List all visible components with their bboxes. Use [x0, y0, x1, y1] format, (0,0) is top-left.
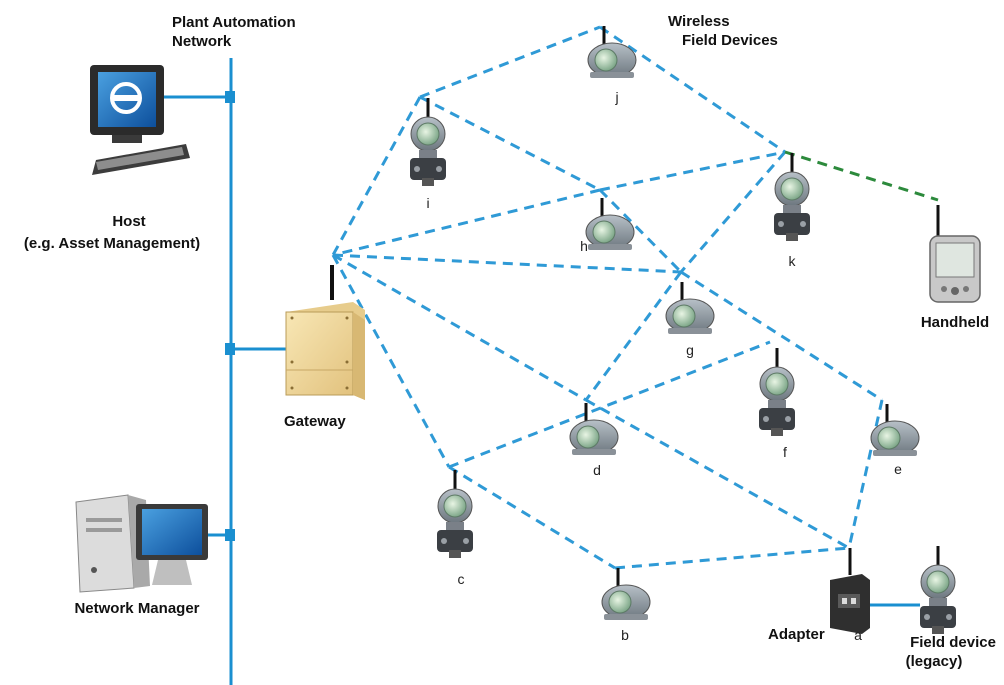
device-h-icon — [584, 196, 636, 252]
device-j-icon — [586, 24, 638, 80]
device-c-icon — [435, 468, 475, 560]
legacy-field-device-icon — [918, 544, 958, 636]
pda-icon — [929, 205, 981, 303]
device-j-label: j — [614, 89, 618, 105]
host-label-line-2: (e.g. Asset Management) — [24, 235, 200, 252]
device-i-label: i — [426, 195, 429, 211]
field-device-label-line-1: Field device — [910, 634, 996, 651]
device-d-label: d — [593, 462, 601, 478]
adapter-label: Adapter — [768, 626, 825, 643]
device-g-label: g — [686, 342, 694, 358]
plant-network-bus — [162, 58, 286, 685]
device-e-icon — [869, 402, 921, 458]
network-title-line-2: Network — [172, 33, 232, 50]
device-f-icon — [757, 346, 797, 438]
device-k-label: k — [789, 253, 797, 269]
field-device-label-line-2: (legacy) — [906, 653, 963, 670]
device-a-label: a — [854, 627, 862, 643]
wireless-title-line-1: Wireless — [668, 13, 730, 30]
handheld-label: Handheld — [921, 314, 989, 331]
wireless-title-line-2: Field Devices — [682, 32, 778, 49]
wirelesshart-adapter-icon — [830, 548, 870, 634]
device-f-label: f — [783, 444, 787, 460]
device-b-label: b — [621, 627, 629, 643]
device-k-icon — [772, 151, 812, 243]
host-computer-icon — [90, 65, 190, 175]
network-title-line-1: Plant Automation — [172, 14, 296, 31]
gateway-box-icon — [285, 265, 365, 400]
host-label-line-1: Host — [112, 213, 145, 230]
wireless-mesh-links — [331, 25, 939, 570]
device-c-label: c — [458, 571, 465, 587]
device-h-label: h — [580, 238, 588, 254]
device-g-icon — [664, 280, 716, 336]
server-tower-icon — [75, 494, 208, 593]
gateway-label: Gateway — [284, 413, 346, 430]
device-b-icon — [600, 566, 652, 622]
device-e-label: e — [894, 461, 902, 477]
device-i-icon — [408, 96, 448, 188]
network-manager-label: Network Manager — [74, 600, 199, 617]
